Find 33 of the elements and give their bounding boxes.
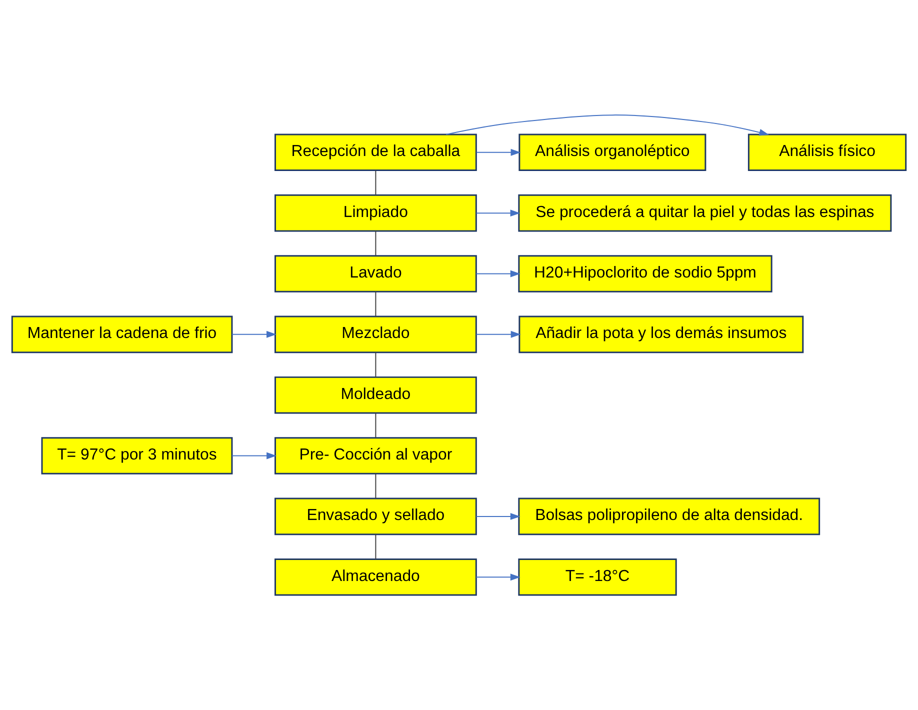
connector xyxy=(375,170,376,196)
node-box: Análisis físico xyxy=(748,134,907,172)
connector xyxy=(375,291,376,317)
node-box: Limpiado xyxy=(274,194,477,232)
arrow xyxy=(476,148,521,156)
connector xyxy=(375,352,376,378)
node-box: Análisis organoléptico xyxy=(518,134,706,172)
arrow xyxy=(446,114,770,136)
connector xyxy=(375,473,376,499)
node-box: Moldeado xyxy=(274,376,477,414)
node-box: H20+Hipoclorito de sodio 5ppm xyxy=(518,255,772,292)
connector xyxy=(375,534,376,560)
node-box: Recepción de la caballa xyxy=(274,134,477,172)
node-box: Mantener la cadena de frio xyxy=(11,316,233,354)
connector xyxy=(375,230,376,256)
node-box: Lavado xyxy=(274,255,477,292)
arrow xyxy=(476,330,521,338)
node-box: Envasado y sellado xyxy=(274,498,477,536)
arrow xyxy=(476,270,520,278)
node-box: Añadir la pota y los demás insumos xyxy=(518,316,804,354)
node-box: Pre- Cocción al vapor xyxy=(274,437,477,474)
node-box: Mezclado xyxy=(274,316,477,354)
node-box: Se procederá a quitar la piel y todas las espinas xyxy=(518,194,892,232)
arrow xyxy=(232,452,277,460)
arrow xyxy=(476,512,520,520)
node-box: Almacenado xyxy=(274,558,477,596)
arrow xyxy=(232,330,276,338)
node-box: Bolsas polipropileno de alta densidad. xyxy=(518,498,820,536)
arrow xyxy=(476,574,520,581)
arrow xyxy=(476,210,520,217)
node-box: T= -18°C xyxy=(518,558,677,596)
node-box: T= 97°C por 3 minutos xyxy=(41,437,233,474)
connector xyxy=(375,412,376,438)
